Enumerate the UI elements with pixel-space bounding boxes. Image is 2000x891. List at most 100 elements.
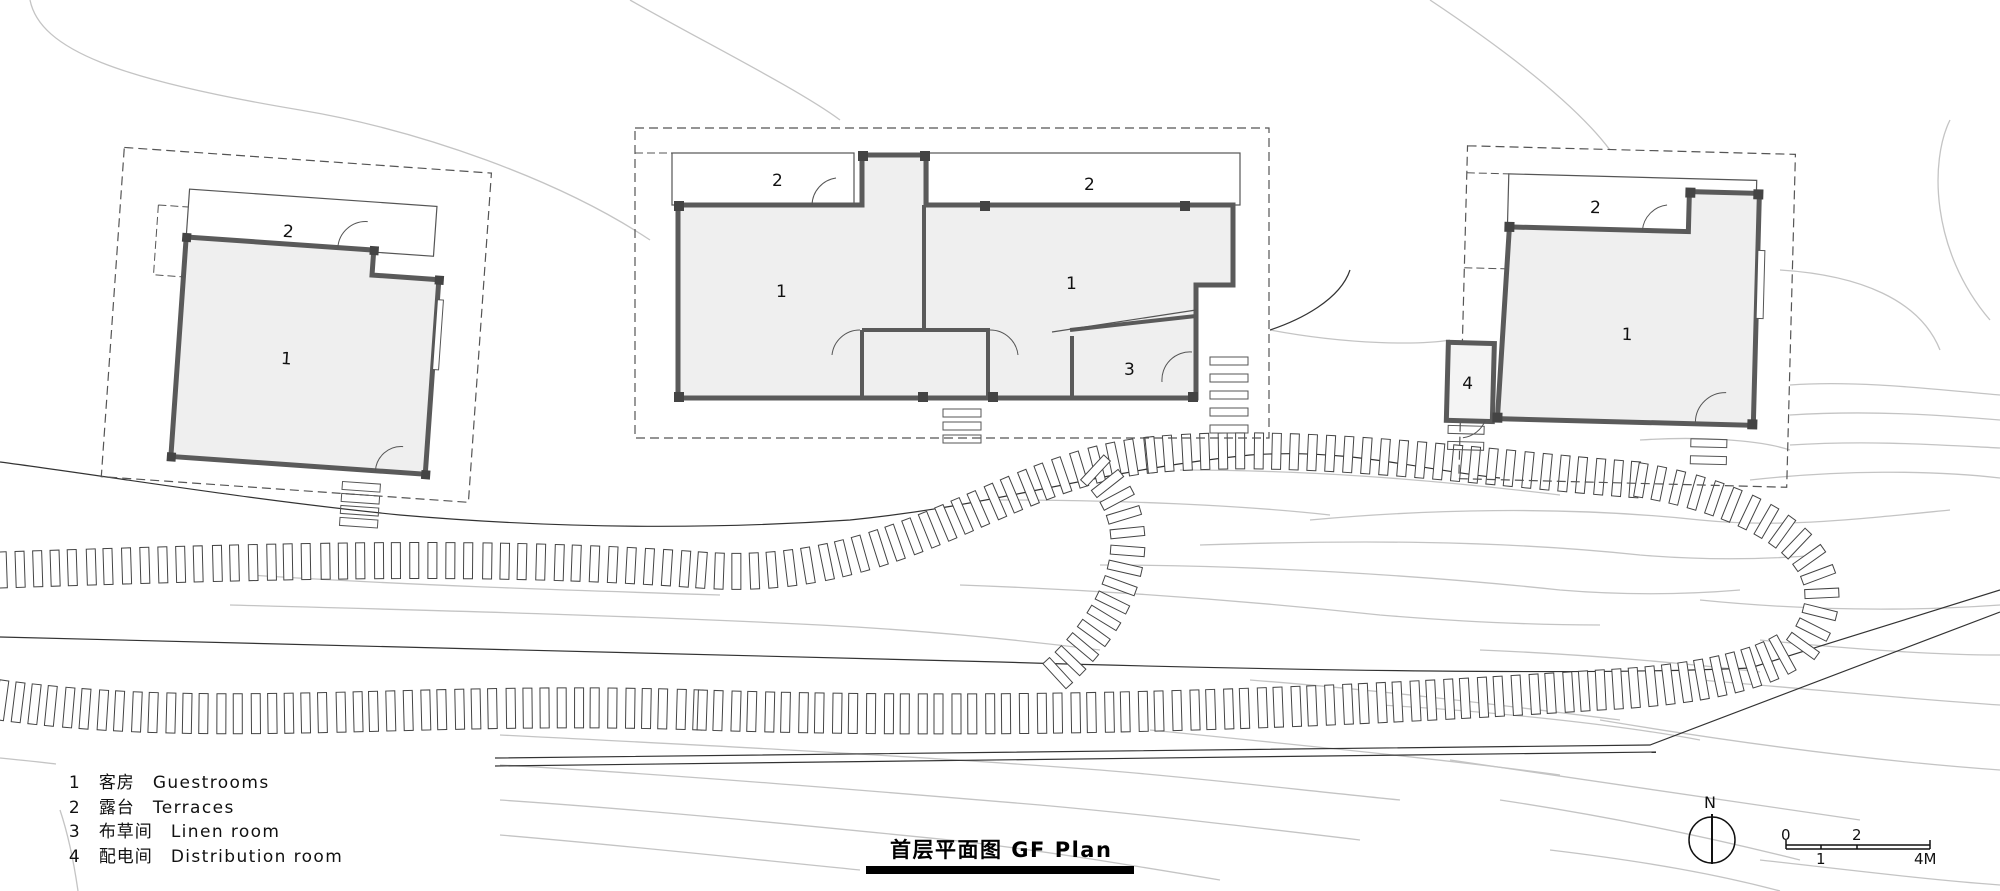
path-stone — [588, 545, 601, 583]
north-label: N — [1704, 793, 1716, 812]
legend-number: 3 — [68, 822, 81, 842]
path-stone — [282, 543, 294, 581]
distribution-room — [1443, 339, 1497, 425]
path-stone — [1070, 692, 1082, 734]
path-stone — [0, 679, 10, 722]
path-stone — [1799, 563, 1837, 586]
path-stone — [181, 692, 193, 734]
path-stone — [516, 542, 528, 581]
room-number-guestroom-left: 1 — [280, 349, 292, 370]
path-stone — [985, 693, 996, 735]
path-stone — [1000, 693, 1012, 735]
path-stone — [1391, 681, 1404, 723]
path-stone — [247, 543, 259, 582]
right-curve-stepping-path — [1633, 462, 1840, 661]
upper-stepping-path — [0, 432, 1642, 590]
building-right: 2 1 4 — [1443, 145, 1797, 488]
path-stone — [198, 693, 209, 735]
path-stone — [917, 510, 941, 549]
path-stone — [283, 692, 295, 734]
path-stone — [1754, 641, 1780, 683]
path-stone — [1753, 503, 1780, 540]
path-stone — [1109, 544, 1146, 558]
path-stone — [373, 542, 385, 580]
path-stone — [355, 542, 366, 580]
path-stone — [884, 523, 906, 562]
path-stone — [901, 517, 924, 556]
path-stone — [385, 690, 397, 732]
path-stone — [85, 548, 97, 586]
path-stone — [950, 496, 975, 535]
path-stone — [1033, 462, 1056, 501]
path-stone — [1271, 432, 1282, 470]
path-stone — [850, 534, 871, 573]
path-stone — [606, 545, 619, 584]
path-stone — [1633, 462, 1649, 499]
path-stone — [831, 692, 843, 734]
legend-label-en: Linen room — [170, 822, 281, 842]
path-stone — [120, 547, 133, 585]
path-stone — [1324, 434, 1337, 473]
path-stone — [1611, 668, 1624, 710]
scale-label-4m: 4M — [1914, 850, 1937, 868]
path-stone — [165, 692, 177, 734]
entry-steps-center-left — [942, 408, 982, 444]
path-stone — [1106, 559, 1144, 577]
path-stone — [211, 544, 223, 583]
room-number-terrace-center-left: 2 — [772, 171, 783, 191]
path-stone — [731, 552, 742, 590]
path-stone — [730, 690, 742, 732]
path-stone — [883, 693, 895, 735]
path-stone — [1485, 447, 1499, 486]
path-stone — [96, 689, 110, 731]
path-stone — [640, 687, 652, 730]
path-stone — [232, 693, 243, 735]
path-stone — [0, 551, 8, 589]
path-stone — [487, 688, 498, 730]
path-stone — [1801, 603, 1838, 622]
legend-label-en: Distribution room — [170, 847, 344, 867]
path-stone — [966, 489, 991, 528]
path-stone — [589, 687, 600, 729]
path-stone — [556, 687, 567, 729]
path-stone — [1703, 480, 1725, 517]
path-stone — [1180, 433, 1193, 471]
path-stone — [139, 546, 151, 585]
path-stone — [1724, 651, 1745, 694]
path-stone — [337, 542, 349, 580]
path-stone — [1375, 681, 1388, 724]
path-stone — [1768, 634, 1797, 675]
path-stone — [1458, 677, 1472, 720]
path-stone — [553, 543, 565, 582]
path-stone — [798, 692, 809, 734]
path-stone — [1502, 449, 1517, 488]
scale-label-0: 0 — [1781, 826, 1791, 844]
path-stone — [1521, 451, 1535, 489]
path-stone — [14, 550, 26, 588]
path-stone — [1036, 692, 1048, 734]
path-stone — [1205, 688, 1217, 731]
path-stone — [696, 689, 708, 731]
path-stone — [1256, 687, 1269, 729]
path-stone — [43, 685, 58, 727]
legend-label-zh: 客房 — [98, 773, 135, 793]
path-stone — [660, 548, 674, 587]
building-center: 2 2 1 1 3 — [634, 127, 1270, 444]
path-stone — [522, 687, 533, 729]
path-stone — [1223, 688, 1235, 730]
path-stone — [66, 548, 78, 587]
path-stone — [1189, 689, 1201, 731]
path-stone — [780, 691, 791, 733]
path-stone — [1086, 691, 1097, 734]
legend-label-zh: 配电间 — [98, 847, 153, 867]
path-stone — [1467, 445, 1482, 484]
path-stone — [642, 547, 656, 586]
path-stone — [482, 542, 493, 580]
path-stone — [229, 544, 240, 582]
path-stone — [250, 693, 262, 735]
path-stone — [462, 542, 474, 580]
room-number-guestroom-right: 1 — [1621, 325, 1632, 345]
